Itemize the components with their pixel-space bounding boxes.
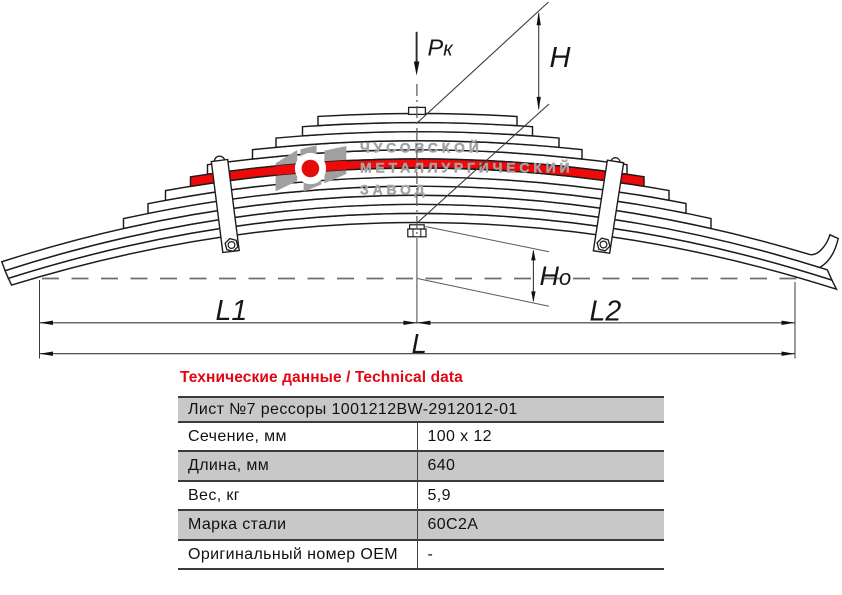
svg-text:Pк: Pк: [428, 35, 455, 61]
svg-text:L1: L1: [216, 295, 248, 327]
svg-text:Hо: Hо: [540, 261, 572, 291]
svg-text:H: H: [550, 42, 571, 74]
svg-text:МЕТАЛЛУРГИЧЕСКИЙ: МЕТАЛЛУРГИЧЕСКИЙ: [360, 159, 573, 176]
svg-text:ЗАВОД: ЗАВОД: [360, 182, 428, 198]
svg-text:ЧУСОВСКОЙ: ЧУСОВСКОЙ: [360, 139, 483, 156]
svg-text:L: L: [412, 328, 427, 359]
svg-text:L2: L2: [590, 295, 622, 327]
